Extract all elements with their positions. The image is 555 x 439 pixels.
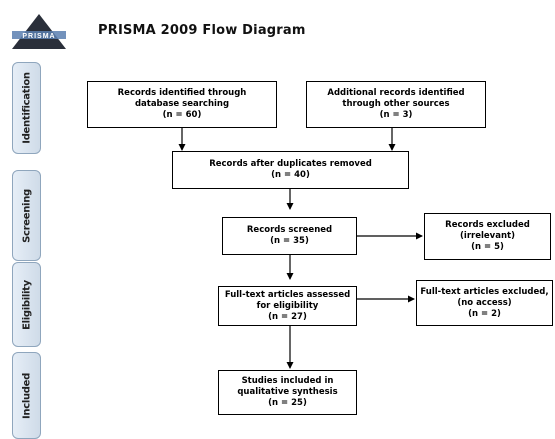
box-line: Records identified through [117,88,247,98]
box-count: (n = 60) [162,110,202,120]
box-count: (n = 5) [471,242,504,252]
box-line: Additional records identified [327,88,465,98]
box-studies-included: Studies included in qualitative synthesi… [218,370,357,415]
box-line: for eligibility [256,300,319,311]
logo-text: PRISMA [22,33,55,40]
box-records-excluded: Records excluded (irrelevant) (n = 5) [424,213,551,260]
box-line: Studies included in [241,376,334,386]
box-fulltext-excluded: Full-text articles excluded, (no access)… [416,280,553,326]
box-count: (n = 40) [271,170,310,180]
prisma-logo: PRISMA [8,11,70,52]
box-line: (irrelevant) [460,231,515,241]
stage-included: Included [12,352,41,439]
box-other-sources: Additional records identified through ot… [306,81,486,128]
box-count: (n = 2) [468,308,501,319]
box-count: (n = 35) [270,236,309,246]
box-database-searching: Records identified through database sear… [87,81,277,128]
box-line: Records after duplicates removed [209,159,372,169]
stage-identification: Identification [12,62,41,154]
box-count: (n = 3) [379,110,413,120]
box-line: through other sources [342,99,450,109]
box-line: Records screened [246,225,333,235]
stage-screening: Screening [12,170,41,261]
box-line: database searching [134,99,230,109]
page-title: PRISMA 2009 Flow Diagram [98,23,306,38]
box-line: Full-text articles excluded, [420,286,549,297]
stage-eligibility: Eligibility [12,262,41,347]
box-duplicates-removed: Records after duplicates removed (n = 40… [172,151,409,189]
box-line: qualitative synthesis [237,387,338,397]
box-count: (n = 27) [268,311,307,322]
box-line: Full-text articles assessed [224,289,351,300]
box-line: Records excluded [445,220,530,230]
box-line: (no access) [457,297,512,308]
box-fulltext-assessed: Full-text articles assessed for eligibil… [218,286,357,326]
box-records-screened: Records screened (n = 35) [222,217,357,255]
box-count: (n = 25) [268,398,307,408]
